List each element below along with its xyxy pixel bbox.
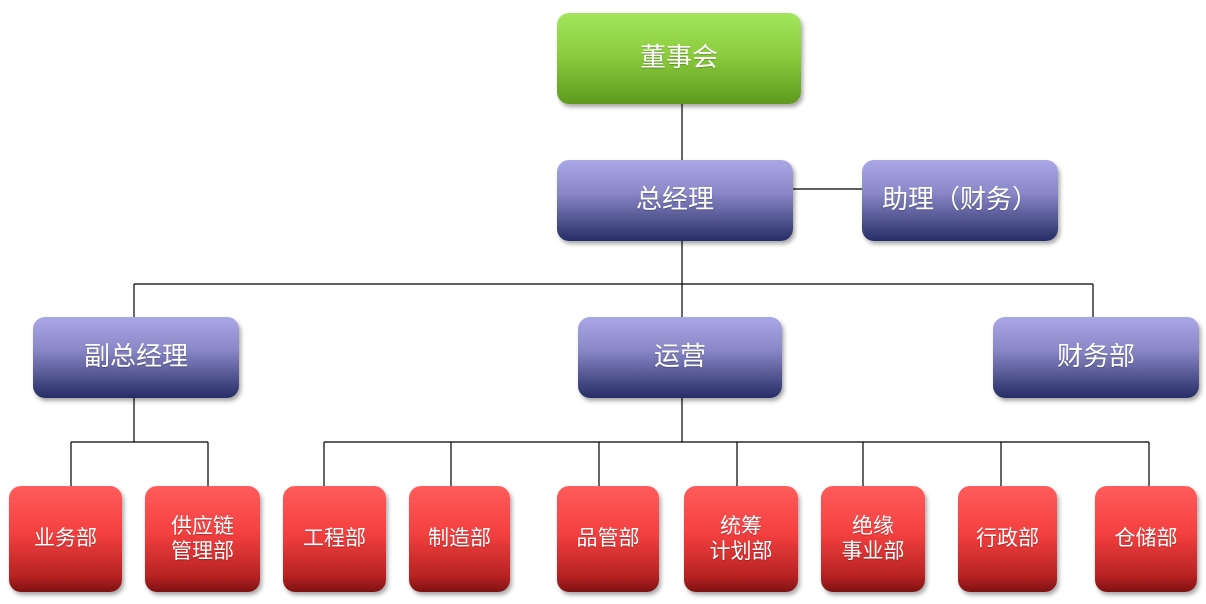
node-planning-label: 统筹 计划部	[709, 513, 773, 563]
node-admin-label: 行政部	[976, 526, 1039, 551]
node-manufacturing-label: 制造部	[428, 526, 491, 551]
node-sales: 业务部	[9, 486, 122, 592]
node-warehouse-label: 仓储部	[1114, 526, 1178, 551]
node-supply-chain: 供应链 管理部	[145, 486, 260, 592]
node-general-manager: 总经理	[557, 160, 793, 241]
node-engineering-label: 工程部	[303, 526, 366, 551]
node-warehouse: 仓储部	[1095, 486, 1197, 592]
node-engineering: 工程部	[283, 486, 386, 592]
node-board-label: 董事会	[639, 42, 718, 73]
node-operations: 运营	[578, 317, 782, 398]
node-deputy-gm: 副总经理	[33, 317, 239, 398]
node-quality-label: 品管部	[576, 526, 640, 551]
node-supply-chain-label: 供应链 管理部	[171, 513, 234, 563]
node-planning: 统筹 计划部	[684, 486, 798, 592]
node-finance-dept-label: 财务部	[1056, 341, 1135, 372]
node-operations-label: 运营	[653, 341, 706, 372]
node-general-manager-label: 总经理	[635, 184, 714, 215]
node-assistant-label: 助理（财务）	[881, 184, 1038, 215]
node-assistant: 助理（财务）	[862, 160, 1058, 241]
node-insulation-label: 绝缘 事业部	[841, 513, 905, 563]
node-admin: 行政部	[958, 486, 1057, 592]
node-quality: 品管部	[557, 486, 659, 592]
node-deputy-gm-label: 副总经理	[83, 341, 188, 372]
node-manufacturing: 制造部	[409, 486, 510, 592]
node-board: 董事会	[557, 13, 801, 104]
node-insulation: 绝缘 事业部	[821, 486, 925, 592]
node-finance-dept: 财务部	[993, 317, 1199, 398]
node-sales-label: 业务部	[34, 526, 97, 551]
